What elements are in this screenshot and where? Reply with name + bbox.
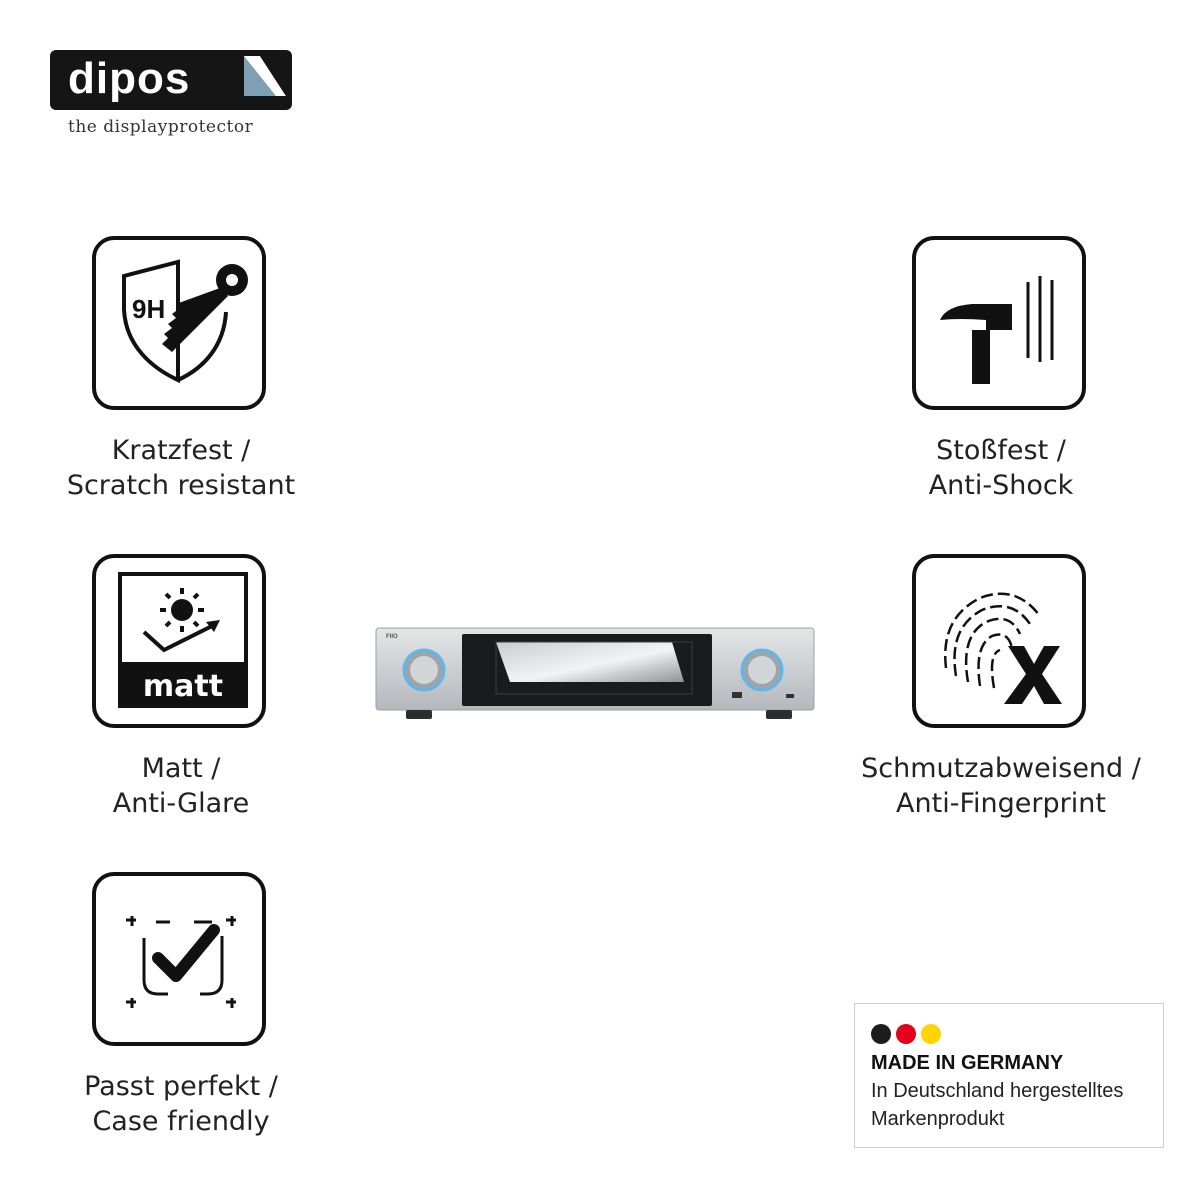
- flag-dot-gold: [921, 1024, 941, 1044]
- flag-dot-red: [896, 1024, 916, 1044]
- hammer-icon: [940, 276, 1054, 384]
- shield-key-icon: 9H: [122, 259, 248, 384]
- checkmark-frame-icon: [126, 916, 236, 1008]
- feature-tile-matt: matt: [92, 554, 266, 728]
- logo-text: dipos: [68, 54, 191, 103]
- peel-corner-icon: [244, 56, 292, 102]
- feature-tile-case: [92, 872, 266, 1046]
- flag-dot-black: [871, 1024, 891, 1044]
- logo-tagline: the displayprotector: [68, 117, 254, 137]
- made-in-germany-badge: MADE IN GERMANY In Deutschland hergestel…: [854, 1003, 1164, 1148]
- fingerprint-x-icon: [944, 592, 1062, 704]
- feature-label-scratch: Kratzfest / Scratch resistant: [66, 435, 296, 501]
- feature-label-matt: Matt / Anti-Glare: [112, 753, 250, 819]
- badge-matt: matt: [143, 669, 223, 704]
- feature-tile-fingerprint: [912, 554, 1086, 728]
- device-brand: FIIO: [386, 634, 398, 640]
- badge-line-2: Markenprodukt: [871, 1108, 1005, 1130]
- audio-player-device-image: FIIO: [375, 627, 815, 719]
- badge-9h: 9H: [132, 294, 165, 324]
- feature-label-fingerprint: Schmutzabweisend / Anti-Fingerprint: [861, 753, 1141, 819]
- feature-tile-shock: [912, 236, 1086, 410]
- badge-title: MADE IN GERMANY: [871, 1052, 1064, 1074]
- feature-tile-scratch: 9H: [92, 236, 266, 410]
- sun-matt-icon: matt: [118, 572, 248, 708]
- feature-label-shock: Stoßfest / Anti-Shock: [928, 435, 1074, 501]
- feature-label-case: Passt perfekt / Case friendly: [84, 1071, 278, 1137]
- badge-line-1: In Deutschland hergestelltes: [871, 1080, 1124, 1102]
